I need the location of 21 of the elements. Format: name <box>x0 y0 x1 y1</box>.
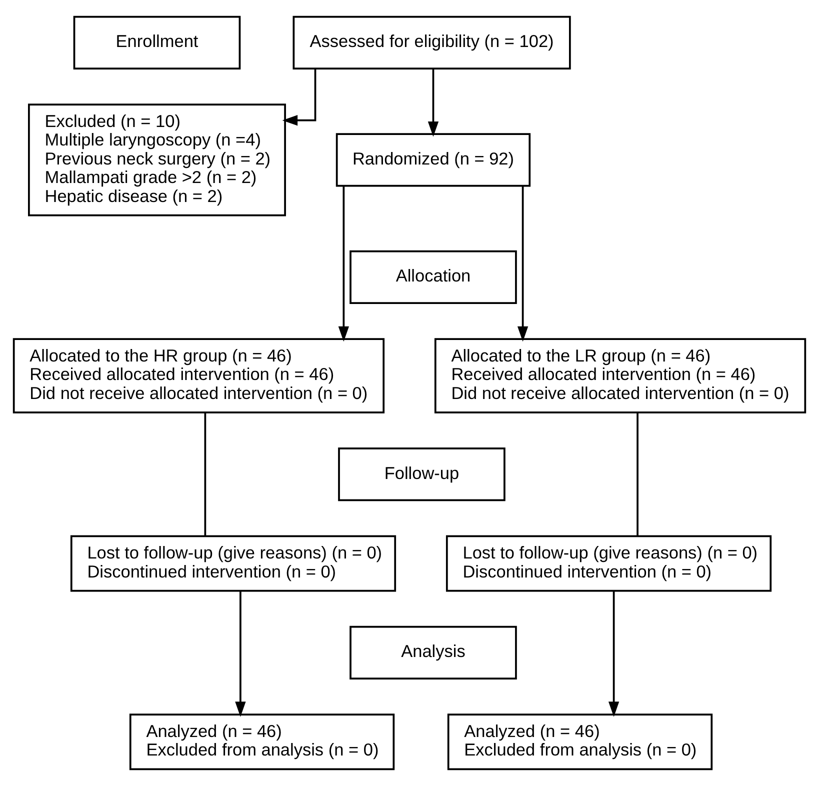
arrow <box>338 185 350 342</box>
arrow <box>282 68 316 126</box>
node-box: Excluded (n = 10) Multiple laryngoscopy (n =4) Previous neck surgery (n = 2) Mallampati grade >2 (n = 2) Hepatic disease (n = 2) <box>28 103 286 216</box>
node-box: Analyzed (n = 46) Excluded from analysis (n = 0) <box>447 713 713 770</box>
node-box: Allocation <box>350 250 517 304</box>
arrow <box>428 68 439 136</box>
node-box: Lost to follow-up (give reasons) (n = 0) Discontinued intervention (n = 0) <box>446 534 772 592</box>
node-box: Allocated to the HR group (n = 46) Received allocated intervention (n = 46) Did not receive allocated intervention (n = 0) <box>12 338 385 413</box>
node-box: Randomized (n = 92) <box>336 132 531 186</box>
node-box: Analyzed (n = 46) Excluded from analysis (n = 0) <box>129 713 395 770</box>
node-box: Analysis <box>350 625 517 680</box>
arrow <box>517 185 528 342</box>
node-box: Follow-up <box>338 446 506 501</box>
node-box: Assessed for eligibility (n = 102) <box>292 15 571 69</box>
arrow <box>608 590 620 716</box>
arrow <box>235 590 246 716</box>
node-box: Lost to follow-up (give reasons) (n = 0) Discontinued intervention (n = 0) <box>70 534 396 592</box>
node-box: Allocated to the LR group (n = 46) Received allocated intervention (n = 46) Did not receive allocated intervention (n = 0) <box>434 338 806 413</box>
connector <box>204 412 206 536</box>
node-box: Enrollment <box>73 15 241 69</box>
connector <box>636 412 638 536</box>
